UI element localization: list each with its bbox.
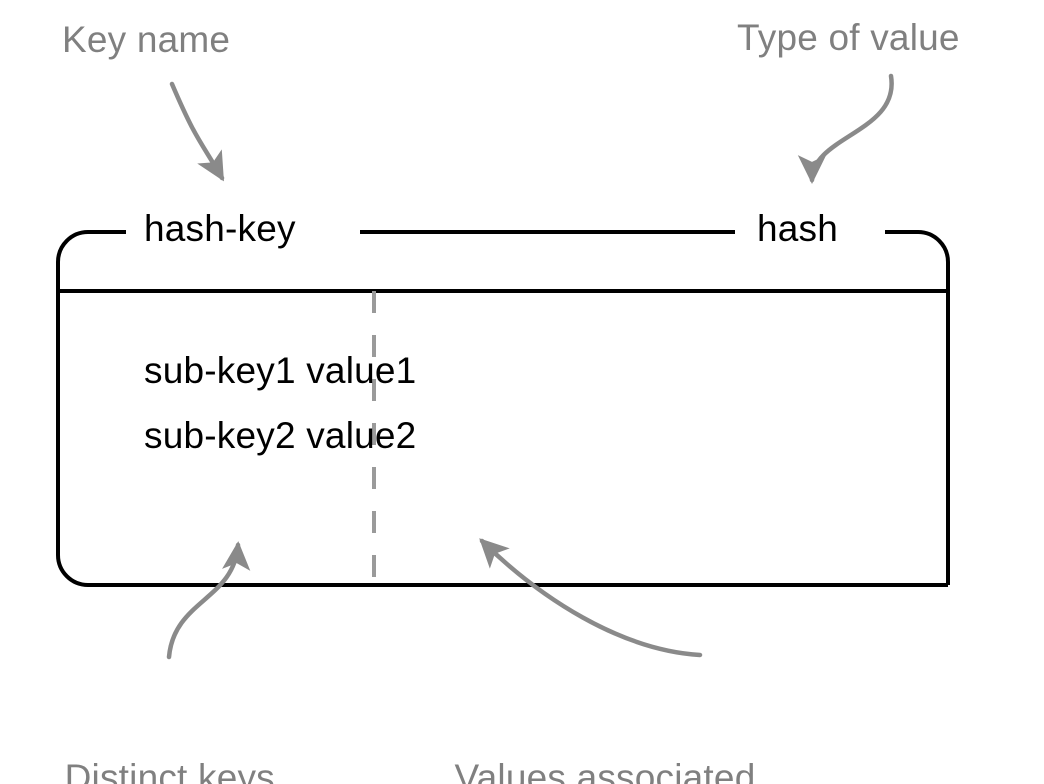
hash-entry-row: sub-key2 value2 <box>144 415 417 456</box>
arrow-values-associated <box>479 538 703 658</box>
hash-key-label: hash-key <box>144 208 296 249</box>
annotation-values-associated: Values associated with the keys <box>430 669 780 784</box>
annotation-values-associated-line1: Values associated <box>454 757 756 784</box>
annotation-distinct-keys-line1: Distinct keys, <box>64 757 286 784</box>
annotation-type-of-value: Type of value <box>737 17 960 58</box>
arrow-type-of-value <box>797 73 894 184</box>
hash-type-label: hash <box>757 208 839 249</box>
arrow-key-name <box>169 81 225 182</box>
annotation-distinct-keys: Distinct keys, undefined order <box>0 669 350 784</box>
arrow-distinct-keys <box>166 541 251 660</box>
hash-entry-row: sub-key1 value1 <box>144 350 417 391</box>
hash-box-outline <box>56 230 950 587</box>
annotation-key-name: Key name <box>62 19 231 60</box>
